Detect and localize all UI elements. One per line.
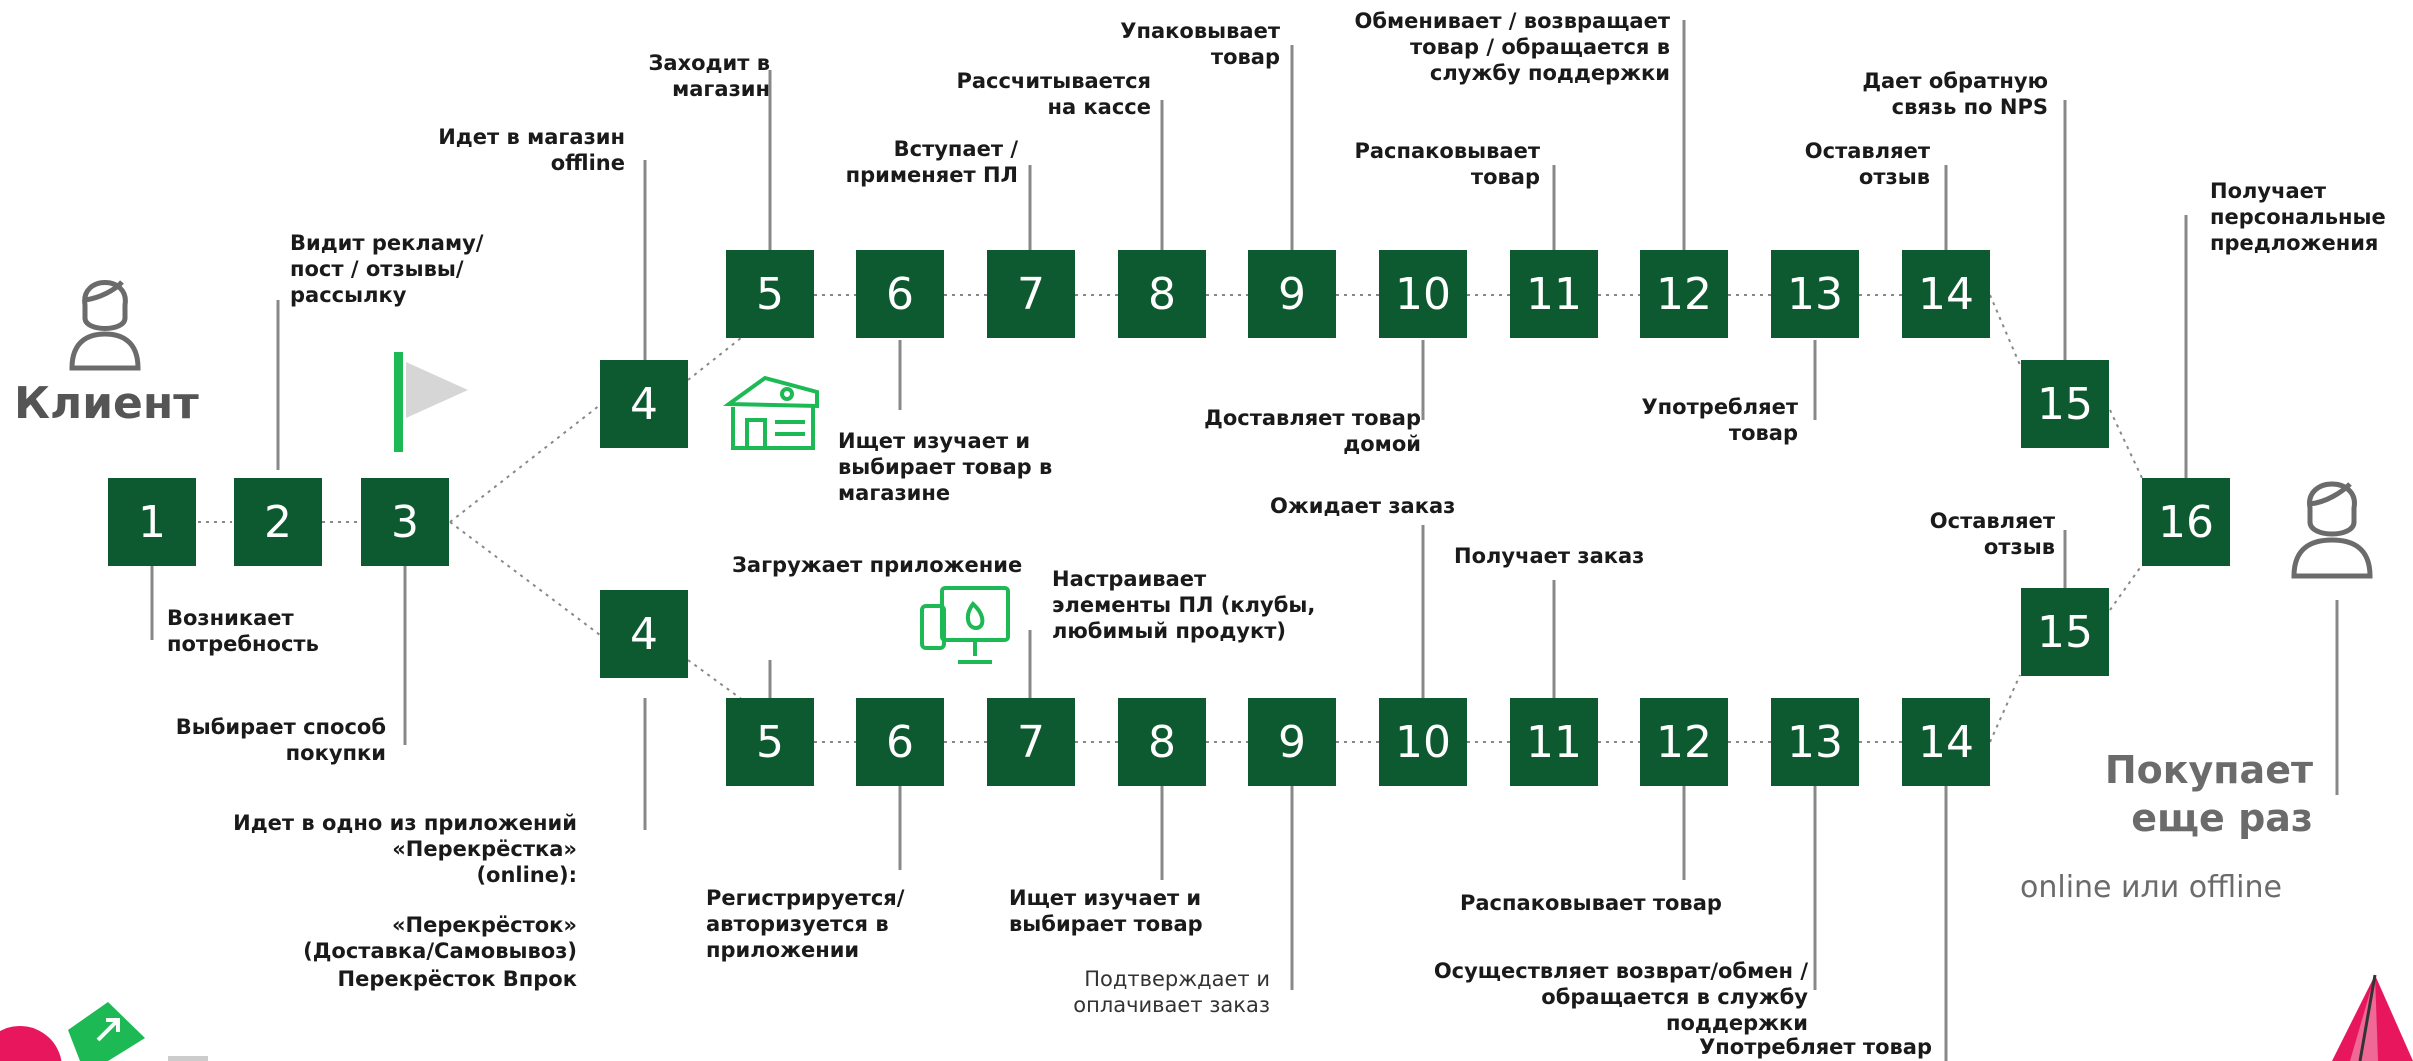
offline-step-5-box: 5 [726, 250, 814, 338]
offline-step-9-box: 9 [1248, 250, 1336, 338]
offline-step-14-label: Оставляет отзыв [1804, 139, 1930, 189]
offline-step-12-box: 12 [1640, 250, 1728, 338]
offline-step-10-label: Доставляет товар домой [1204, 406, 1421, 456]
online-step-6-label: Регистрируется/ авторизуется в приложени… [706, 886, 905, 962]
offline-step-13-box: 13 [1771, 250, 1859, 338]
offline-step-11-box: 11 [1510, 250, 1598, 338]
online-step-8-label: Ищет изучает и выбирает товар [1009, 886, 1203, 936]
online-step-9-label: Подтверждает и оплачивает заказ [1073, 967, 1270, 1017]
online-step-11-label: Получает заказ [1454, 544, 1645, 568]
offline-step-10-box: 10 [1379, 250, 1467, 338]
online-step-14-label: Употребляет товар [1699, 1035, 1932, 1059]
online-step-8-box: 8 [1118, 698, 1206, 786]
online-step-12-label: Распаковывает товар [1460, 891, 1722, 915]
online-step-4-box: 4 [600, 590, 688, 678]
offline-step-6-box: 6 [856, 250, 944, 338]
step-16-label: Получает персональные предложения [2210, 179, 2386, 255]
buys-again-label: Покупает еще раз [2104, 748, 2313, 840]
offline-step-13-label: Употребляет товар [1641, 395, 1798, 445]
step-2-box: 2 [234, 478, 322, 566]
repeat-buyer-person-icon [2291, 481, 2373, 579]
step-1-label: Возникает потребность [167, 606, 319, 656]
online-step-7-box: 7 [987, 698, 1075, 786]
offline-step-5-label: Заходит в магазин [648, 51, 770, 101]
brand-logo-icon [0, 1002, 208, 1061]
online-step-15-label: Оставляет отзыв [1929, 509, 2055, 559]
online-step-15-box: 15 [2021, 588, 2109, 676]
channel-note: online или offline [2020, 870, 2282, 905]
offline-step-12-label: Обменивает / возвращает товар / обращает… [1354, 9, 1670, 85]
offline-step-8-label: Рассчитывается на кассе [956, 69, 1151, 119]
offline-step-14-box: 14 [1902, 250, 1990, 338]
offline-step-11-label: Распаковывает товар [1354, 139, 1540, 189]
online-step-10-label: Ожидает заказ [1270, 494, 1456, 518]
step-3-box: 3 [361, 478, 449, 566]
online-step-14-box: 14 [1902, 698, 1990, 786]
step-3-label: Выбирает способ покупки [175, 715, 386, 765]
client-person-icon [69, 280, 141, 371]
step-2-label: Видит рекламу/ пост / отзывы/ рассылку [290, 231, 484, 307]
corner-logo-icon [2332, 974, 2413, 1061]
online-step-4-app-vprok: Перекрёсток Впрок [337, 967, 577, 991]
online-step-13-box: 13 [1771, 698, 1859, 786]
offline-step-7-label: Вступает / применяет ПЛ [845, 137, 1018, 187]
offline-step-8-box: 8 [1118, 250, 1206, 338]
online-step-11-box: 11 [1510, 698, 1598, 786]
online-step-10-box: 10 [1379, 698, 1467, 786]
offline-step-15-label: Дает обратную связь по NPS [1862, 69, 2048, 119]
online-step-4-app-delivery: «Перекрёсток» (Доставка/Самовывоз) [303, 913, 577, 963]
client-label: Клиент [14, 378, 199, 429]
offline-step-6-label: Ищет изучает и выбирает товар в магазине [838, 429, 1053, 505]
step-16-box: 16 [2142, 478, 2230, 566]
offline-step-7-box: 7 [987, 250, 1075, 338]
devices-icon [920, 586, 1010, 664]
offline-step-4-label: Идет в магазин offline [438, 125, 625, 175]
offline-step-9-label: Упаковывает товар [1120, 19, 1280, 69]
online-step-4-label: Идет в одно из приложений «Перекрёстка» … [233, 811, 577, 887]
flag-icon [394, 352, 468, 452]
online-step-9-box: 9 [1248, 698, 1336, 786]
online-step-6-box: 6 [856, 698, 944, 786]
step-1-box: 1 [108, 478, 196, 566]
online-step-7-label: Настраивает элементы ПЛ (клубы, любимый … [1052, 567, 1316, 643]
offline-step-4-box: 4 [600, 360, 688, 448]
store-icon [723, 375, 819, 450]
online-step-12-box: 12 [1640, 698, 1728, 786]
online-step-13-label: Осуществляет возврат/обмен / обращается … [1433, 959, 1808, 1035]
online-step-5-label: Загружает приложение [732, 553, 1023, 577]
online-step-5-box: 5 [726, 698, 814, 786]
offline-step-15-box: 15 [2021, 360, 2109, 448]
